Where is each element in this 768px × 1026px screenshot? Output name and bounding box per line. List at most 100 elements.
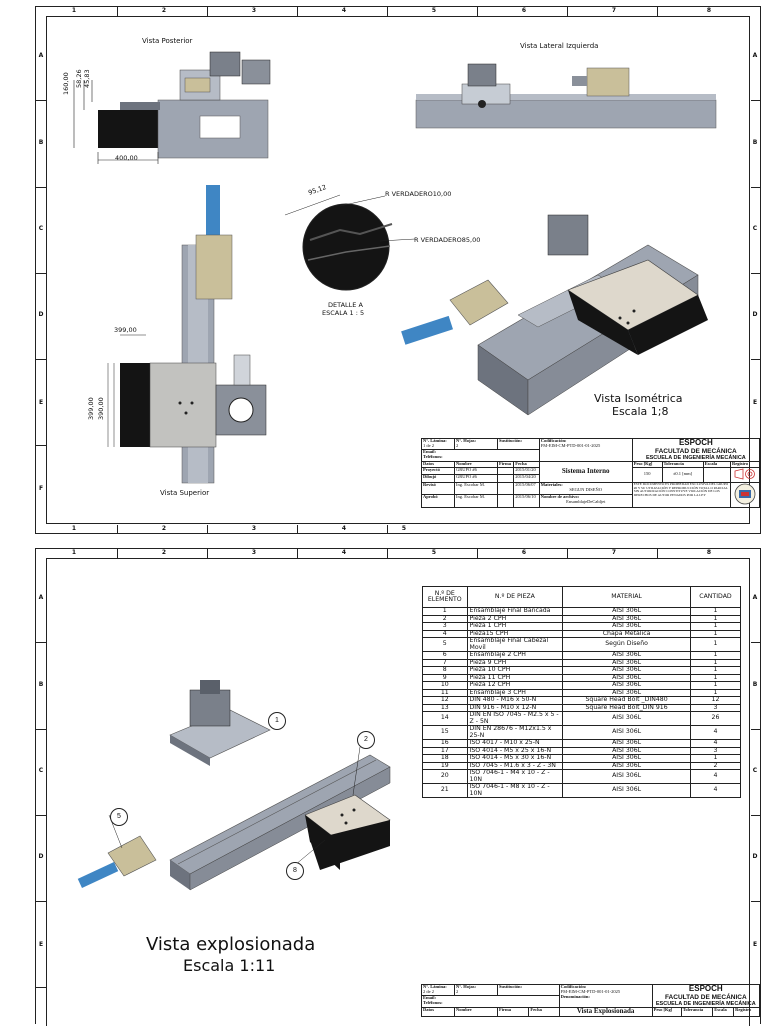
bom-cell-material: AISI 306L bbox=[562, 711, 691, 726]
dim-58-26: 58,26 bbox=[75, 69, 83, 88]
title-block-2: N°. Lámina:2 de 2 N°. Hojas:2 Sustitució… bbox=[421, 983, 761, 1017]
row-letter: B bbox=[38, 681, 44, 688]
bom-cell-qty: 1 bbox=[689, 681, 742, 690]
bom-header-material: MATERIAL bbox=[562, 586, 691, 608]
bom-cell-element: 5 bbox=[422, 637, 468, 652]
bom-cell-element: 3 bbox=[422, 622, 468, 631]
row-letter: A bbox=[752, 52, 758, 59]
bom-cell-element: 4 bbox=[422, 629, 468, 638]
bom-cell-piece: Pieza 1 CPH bbox=[466, 622, 564, 631]
top-view-label: Vista Superior bbox=[160, 489, 210, 497]
title-block-1: N°. Lámina:1 de 2 N°. Hojas:2 Sustitució… bbox=[421, 437, 761, 508]
dim-390: 390,00 bbox=[97, 397, 105, 420]
bom-cell-material: AISI 306L bbox=[562, 754, 691, 763]
sheet-frame bbox=[46, 16, 750, 524]
dim-45-83: 45,83 bbox=[83, 69, 91, 88]
dim-399-v: 399,00 bbox=[87, 397, 95, 420]
bom-cell-qty: 1 bbox=[689, 666, 742, 675]
col-number: 1 bbox=[71, 549, 77, 556]
dim-r10: R VERDADERO10,00 bbox=[385, 190, 452, 198]
row-letter: E bbox=[752, 941, 758, 948]
row-letter: F bbox=[38, 485, 44, 492]
sheet-number: 5 bbox=[401, 525, 407, 532]
left-view-label: Vista Lateral Izquierda bbox=[520, 42, 599, 50]
balloon-2: 1 bbox=[268, 712, 286, 730]
isometric-view-title: Vista Isométrica bbox=[594, 392, 683, 405]
bom-cell-element: 16 bbox=[422, 739, 468, 748]
bom-cell-element: 12 bbox=[422, 696, 468, 705]
bom-header-qty: CANTIDAD bbox=[689, 586, 742, 608]
col-number: 2 bbox=[161, 7, 167, 14]
col-number: 4 bbox=[341, 549, 347, 556]
row-letter: D bbox=[38, 311, 44, 318]
row-letter: B bbox=[752, 681, 758, 688]
col-number: 2 bbox=[161, 525, 167, 532]
bom-cell-qty: 4 bbox=[689, 769, 742, 784]
bom-cell-material: AISI 306L bbox=[562, 761, 691, 770]
bom-cell-piece: ISO 7046-1 - M8 x 10 - Z - 10N bbox=[466, 783, 564, 798]
bom-cell-piece: DIN EN 28676 - M12x1.5 x 25-N bbox=[466, 725, 564, 740]
bom-cell-element: 18 bbox=[422, 754, 468, 763]
sheet-frame bbox=[46, 558, 750, 1026]
row-letter: D bbox=[38, 853, 44, 860]
exploded-view-title: Vista explosionada bbox=[146, 934, 316, 955]
bom-cell-qty: 1 bbox=[689, 637, 742, 652]
bom-cell-qty: 3 bbox=[689, 703, 742, 712]
bom-cell-element: 21 bbox=[422, 783, 468, 798]
bom-cell-material: AISI 306L bbox=[562, 666, 691, 675]
bom-cell-qty: 1 bbox=[689, 754, 742, 763]
row-letter: D bbox=[752, 311, 758, 318]
detail-a-scale: ESCALA 1 : 5 bbox=[322, 309, 365, 317]
projection-symbol bbox=[734, 468, 755, 480]
bom-cell-qty: 26 bbox=[689, 711, 742, 726]
top-view-drawing bbox=[107, 185, 267, 484]
dim-r85: R VERDADERO85,00 bbox=[414, 236, 481, 244]
col-number: 3 bbox=[251, 7, 257, 14]
isometric-view-drawing bbox=[401, 214, 708, 416]
bom-cell-qty: 12 bbox=[689, 696, 742, 705]
row-letter: B bbox=[38, 139, 44, 146]
bom-cell-piece: Pieza 10 CPH bbox=[466, 666, 564, 675]
row-letter: A bbox=[752, 594, 758, 601]
bom-cell-element: 15 bbox=[422, 725, 468, 740]
col-number: 8 bbox=[706, 549, 712, 556]
col-number: 5 bbox=[431, 7, 437, 14]
balloon-5: 5 bbox=[110, 808, 128, 826]
bom-cell-qty: 1 bbox=[689, 622, 742, 631]
bom-cell-piece: Ensamblaje 2 CPH bbox=[466, 651, 564, 660]
bom-cell-material: Según Diseño bbox=[562, 637, 691, 652]
bom-cell-material: AISI 306L bbox=[562, 651, 691, 660]
dim-399-h: 399,00 bbox=[114, 326, 137, 334]
bom-cell-material: AISI 306L bbox=[562, 725, 691, 740]
col-number: 2 bbox=[161, 549, 167, 556]
rear-view-drawing bbox=[73, 51, 271, 164]
dim-400: 400,00 bbox=[115, 154, 138, 162]
bom-cell-qty: 1 bbox=[689, 651, 742, 660]
row-letter: B bbox=[752, 139, 758, 146]
row-letter: E bbox=[38, 941, 44, 948]
bom-cell-material: Square Head Bolt_DIN 916 bbox=[562, 703, 691, 712]
dim-160: 160,00 bbox=[62, 72, 70, 95]
exploded-view-scale: Escala 1:11 bbox=[183, 956, 276, 975]
bom-header-row: N.º DE ELEMENTO N.º DE PIEZA MATERIAL CA… bbox=[422, 586, 742, 608]
espoch-seal-icon bbox=[734, 483, 756, 505]
col-number: 1 bbox=[71, 525, 77, 532]
bom-cell-material: AISI 306L bbox=[562, 769, 691, 784]
isometric-view-scale: Escala 1;8 bbox=[612, 405, 669, 418]
bom-cell-element: 10 bbox=[422, 681, 468, 690]
row-letter: E bbox=[752, 399, 758, 406]
col-number: 6 bbox=[521, 549, 527, 556]
bill-of-materials-table: N.º DE ELEMENTO N.º DE PIEZA MATERIAL CA… bbox=[422, 586, 742, 798]
rear-view-label: Vista Posterior bbox=[142, 37, 193, 45]
row-letter: C bbox=[38, 767, 44, 774]
